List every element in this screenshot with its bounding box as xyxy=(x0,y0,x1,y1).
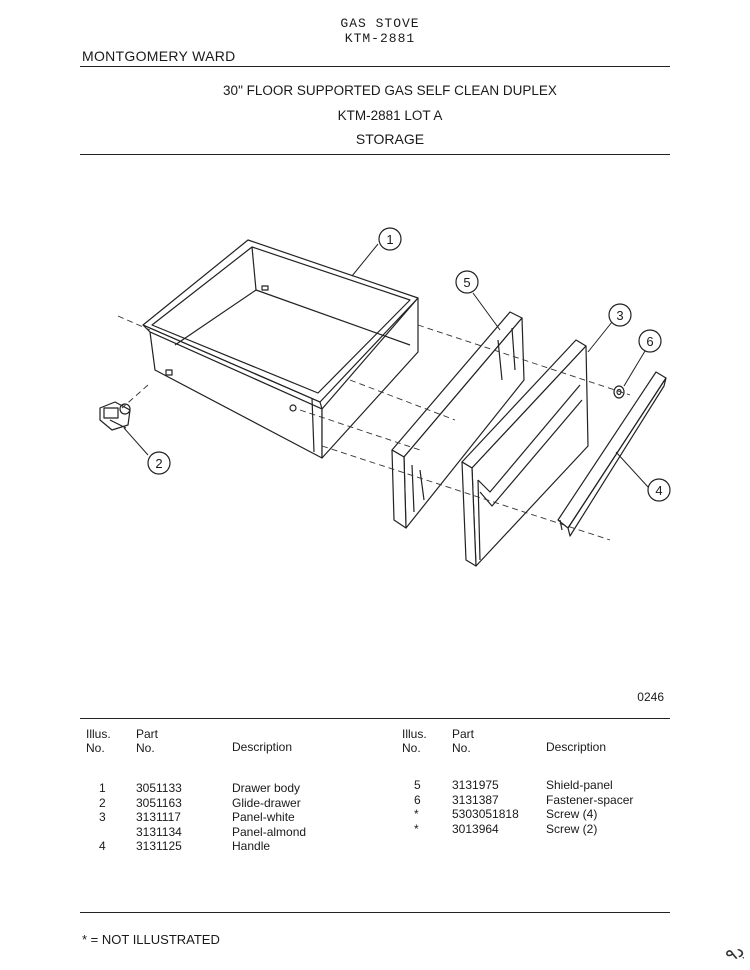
row-part-no: 3131125 xyxy=(136,839,182,854)
row-illus: * xyxy=(414,807,419,822)
callout-6-label: 6 xyxy=(646,334,653,349)
row-description: Shield-panel xyxy=(546,778,613,792)
header-rule xyxy=(80,66,670,67)
callout-1-circle xyxy=(378,227,402,251)
row-part-no: 3013964 xyxy=(452,821,499,836)
callout-5-circle xyxy=(455,270,479,294)
drawer-glide-drawing xyxy=(99,401,131,431)
header-part-no: No. xyxy=(452,741,471,755)
row-description: Handle xyxy=(232,839,271,854)
diagram-code: 0246 xyxy=(637,690,664,704)
handwritten-mark: ڊ٩ xyxy=(722,939,749,968)
table-row: 3 3131117 Panel-white xyxy=(86,810,382,825)
brand-name: MONTGOMERY WARD xyxy=(82,48,236,64)
section-title: STORAGE xyxy=(355,131,425,147)
row-illus: 4 xyxy=(99,839,106,854)
table-row: 3131134 Panel-almond xyxy=(86,825,382,840)
header-description: Description xyxy=(546,740,607,754)
row-description: Screw (4) xyxy=(546,807,598,822)
header-illus: Illus. xyxy=(86,727,111,741)
row-illus: 1 xyxy=(99,781,106,795)
document-header-type: GAS STOVE KTM-2881 xyxy=(0,16,750,46)
table-bottom-rule xyxy=(80,912,670,913)
row-illus: 6 xyxy=(414,792,421,807)
row-part-no: 5303051818 xyxy=(452,807,519,822)
row-part-no: 3131117 xyxy=(136,810,181,825)
table-top-rule xyxy=(80,718,670,719)
row-description: Glide-drawer xyxy=(232,795,301,810)
row-illus: 5 xyxy=(414,778,421,792)
callout-4-circle xyxy=(647,478,671,502)
row-part-no: 3051163 xyxy=(136,795,182,810)
callout-5-label: 5 xyxy=(463,275,470,290)
section-rule xyxy=(80,154,670,155)
header-illus-no: No. xyxy=(402,741,421,755)
header-part: Part xyxy=(136,727,159,741)
callout-2-label: 2 xyxy=(155,456,162,471)
header-description: Description xyxy=(232,740,293,754)
fastener-spacer-drawing xyxy=(613,385,625,399)
front-panel-drawing xyxy=(461,339,589,567)
row-illus: * xyxy=(414,821,419,836)
table-row: 2 3051163 Glide-drawer xyxy=(86,796,382,811)
lot-label: KTM-2881 LOT A xyxy=(337,108,443,123)
row-part-no: 3131387 xyxy=(452,792,499,807)
callout-3-circle xyxy=(608,303,632,327)
exploded-parts-diagram: 1 2 3 4 5 6 xyxy=(99,227,671,567)
product-type: GAS STOVE xyxy=(340,16,420,31)
header-illus: Illus. xyxy=(402,727,427,741)
model-number: KTM-2881 xyxy=(344,31,416,46)
callout-2-circle xyxy=(147,451,171,475)
table-row: 4 3131125 Handle xyxy=(86,839,382,854)
table-row: 6 3131387 Fastener-spacer xyxy=(402,793,676,808)
row-description: Screw (2) xyxy=(546,821,598,836)
callout-4-label: 4 xyxy=(655,483,662,498)
table-row: 5 3131975 Shield-panel xyxy=(402,778,676,793)
callout-1-label: 1 xyxy=(386,232,393,247)
row-illus: 3 xyxy=(99,810,106,825)
row-description: Drawer body xyxy=(232,781,301,795)
table-row: 1 3051133 Drawer body xyxy=(86,781,382,796)
row-illus xyxy=(86,825,136,840)
callout-3-label: 3 xyxy=(616,308,623,323)
row-illus: 2 xyxy=(99,795,106,810)
row-description: Panel-white xyxy=(232,810,295,825)
header-illus-no: No. xyxy=(86,741,105,755)
product-title: 30" FLOOR SUPPORTED GAS SELF CLEAN DUPLE… xyxy=(223,83,557,98)
header-part-no: No. xyxy=(136,741,155,755)
row-description: Panel-almond xyxy=(232,824,307,839)
row-part-no: 3131134 xyxy=(136,824,182,839)
table-row: * 5303051818 Screw (4) xyxy=(402,807,676,822)
row-part-no: 3131975 xyxy=(452,778,499,792)
header-part: Part xyxy=(452,727,475,741)
row-part-no: 3051133 xyxy=(136,781,182,795)
table-row: * 3013964 Screw (2) xyxy=(402,822,676,837)
callout-6-circle xyxy=(638,329,662,353)
footnote: * = NOT ILLUSTRATED xyxy=(82,932,220,947)
row-description: Fastener-spacer xyxy=(546,792,634,807)
drawer-body-drawing xyxy=(142,239,419,459)
